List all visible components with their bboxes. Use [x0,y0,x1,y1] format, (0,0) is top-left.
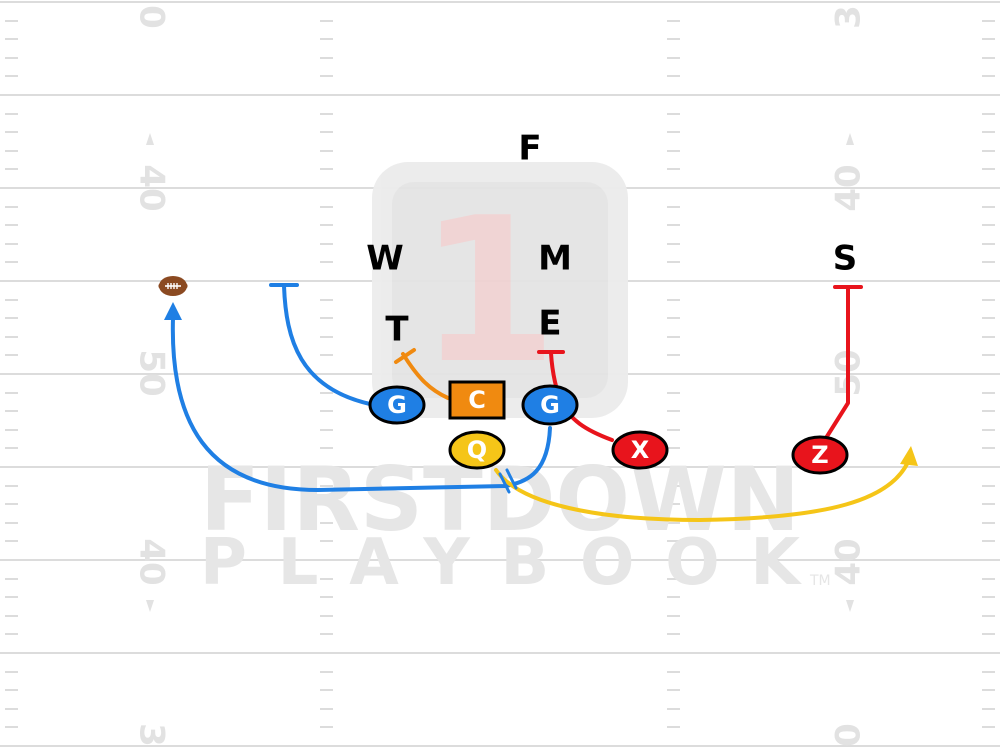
defender-mike-lb: M [538,239,572,279]
player-x-receiver-label: X [631,436,650,464]
yard-number-top-left: 0 [132,5,172,29]
player-quarterback[interactable]: Q [448,430,506,470]
player-guard-right-label: G [540,391,560,419]
player-quarterback-label: Q [467,436,487,464]
watermark-trademark: TM [809,573,831,589]
player-x-receiver[interactable]: X [611,430,669,470]
football-icon [158,276,188,296]
yard-arrow-icon [146,133,154,145]
defender-tackle: T [385,310,409,350]
watermark-logo: 1 [372,162,628,418]
player-center[interactable]: C [448,380,506,420]
yard-number-left-mid: 50 [132,349,172,396]
arrow-head-icon [900,446,918,466]
arrow-head-icon [164,302,182,320]
defender-strong-safety: S [833,239,858,279]
logo-numeral: 1 [418,175,557,408]
yard-arrow-icon [846,133,854,145]
route-quarterback [494,460,910,522]
player-guard-left[interactable]: G [368,385,426,425]
handoff-mark-icon [498,472,511,494]
defender-end: E [538,304,561,344]
defense: F W M S T E [366,129,857,350]
yard-arrow-icon [146,600,154,612]
player-guard-left-label: G [387,391,407,419]
watermark-brand-line2: PLAYBOOK [200,526,802,600]
block-marker-icon [394,348,416,364]
watermark-brand-line1: FIRSTDOWN [200,448,800,551]
yard-arrow-icon [846,600,854,612]
yard-number-right-lower: 40 [829,538,869,585]
yard-number-bottom-right: 0 [829,723,869,747]
defender-will-lb: W [366,239,404,279]
offense: G C G Q X Z [368,380,849,475]
route-z-receiver [824,285,850,440]
yard-number-left-upper: 40 [132,164,172,211]
yard-numbers: 0 3 40 50 40 40 50 40 3 0 [132,5,869,747]
yard-number-top-right: 3 [829,5,869,29]
routes [164,283,918,522]
handoff-mark-icon [505,468,518,490]
yard-number-right-upper: 40 [829,164,869,211]
logo-inner-tile-icon [392,182,608,398]
yard-number-bottom-left: 3 [132,723,172,747]
route-center [401,352,450,400]
player-center-label: C [468,386,486,414]
yard-number-left-lower: 40 [132,538,172,585]
watermark-text: FIRSTDOWN PLAYBOOK TM [200,448,831,600]
player-z-receiver[interactable]: Z [791,435,849,475]
route-guard-left [282,284,372,406]
defender-free-safety: F [518,129,541,169]
player-guard-right[interactable]: G [521,384,579,426]
route-guard-right-pull [170,316,552,492]
player-z-receiver-label: Z [811,441,828,469]
